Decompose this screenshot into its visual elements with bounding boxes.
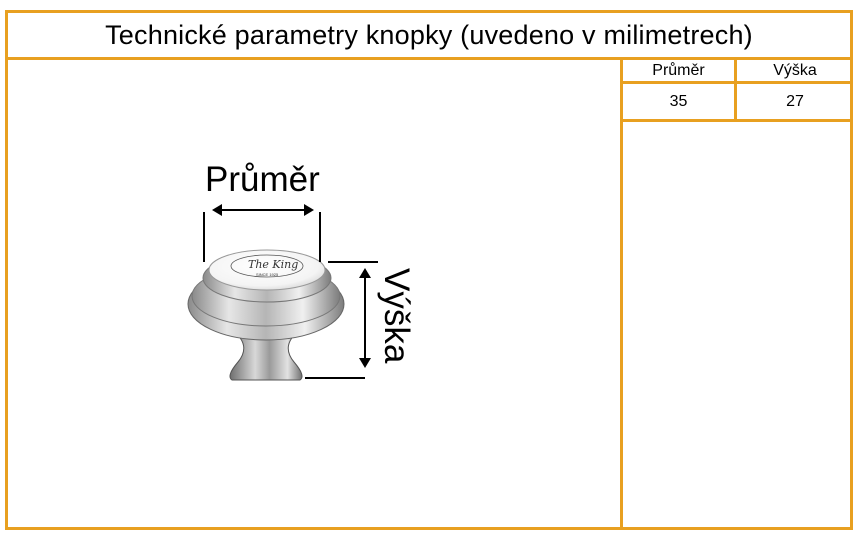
diameter-arrow-icon	[212, 204, 314, 216]
diameter-label: Průměr	[205, 160, 320, 199]
logo-sub: SINCE 1925	[256, 272, 279, 277]
spec-frame: Technické parametry knopky (uvedeno v mi…	[5, 10, 853, 530]
knob-image: The King SINCE 1925	[187, 249, 345, 381]
height-arrow-icon	[359, 268, 371, 368]
table-header-height: Výška	[737, 60, 853, 84]
table-header-diameter: Průměr	[623, 60, 737, 84]
table-value-height: 27	[737, 84, 853, 122]
logo-text: The King	[248, 258, 298, 271]
table-value-diameter: 35	[623, 84, 737, 122]
page-title: Technické parametry knopky (uvedeno v mi…	[8, 13, 850, 60]
height-label: Výška	[377, 268, 416, 364]
parameter-table: Průměr Výška 35 27	[620, 60, 853, 527]
